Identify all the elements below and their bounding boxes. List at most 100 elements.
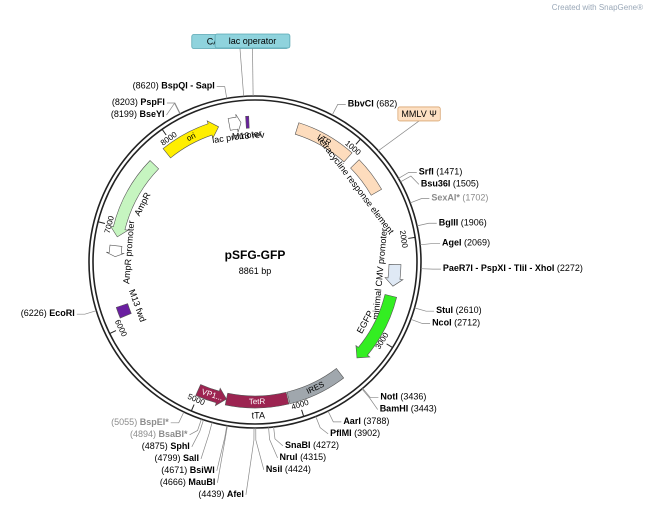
callout-label-mmlv: MMLV Ψ <box>401 109 436 119</box>
site-label-sphi[interactable]: (4875) SphI <box>142 441 190 451</box>
site-leader-noti <box>362 388 379 398</box>
site-label-bseyi[interactable]: (8199) BseYI <box>111 109 165 119</box>
site-leader-aari <box>327 410 342 423</box>
site-label-bbvci[interactable]: BbvCI (682) <box>348 99 398 109</box>
site-label-pspfi[interactable]: (8203) PspFI <box>112 97 165 107</box>
site-label-ecori[interactable]: (6226) EcoRI <box>21 309 75 319</box>
site-label-bspqi-sapi[interactable]: (8620) BspQI - SapI <box>133 81 215 91</box>
site-leader-bsu36i <box>400 175 420 185</box>
site-label-bsu36i[interactable]: Bsu36I (1505) <box>421 179 479 189</box>
feature-tetr[interactable] <box>224 391 290 409</box>
feature-ampr[interactable] <box>109 160 160 238</box>
site-name: MauBI <box>188 477 215 487</box>
feature-egfp[interactable] <box>355 294 398 359</box>
site-name: BamHI <box>380 404 411 414</box>
feature-lac-promoter[interactable] <box>227 114 242 133</box>
site-leader-nrui <box>268 427 278 458</box>
site-position: (2610) <box>456 306 482 316</box>
site-name: PaeR7I - PspXI - TliI - XhoI <box>443 264 557 274</box>
feature-m13-rev[interactable] <box>245 115 250 129</box>
feature-ires[interactable] <box>286 368 345 405</box>
site-label-bsiwi[interactable]: (4671) BsiWI <box>161 465 215 475</box>
tick-8000 <box>161 128 167 136</box>
feature-m13-fwd[interactable] <box>115 303 132 319</box>
site-name: NsiI <box>266 464 285 474</box>
site-label-maubi[interactable]: (4666) MauBI <box>160 477 216 487</box>
site-position: (2069) <box>464 238 490 248</box>
site-position: (4272) <box>313 440 339 450</box>
site-leader-bseyi <box>166 102 181 116</box>
site-label-ncoi[interactable]: NcoI (2712) <box>432 318 480 328</box>
plasmid-name: pSFG-GFP <box>225 248 286 262</box>
feature-tetracycline-response-element[interactable] <box>350 159 383 196</box>
tick-5000 <box>190 404 195 412</box>
site-label-aari[interactable]: AarI (3788) <box>343 416 389 426</box>
site-label-agei[interactable]: AgeI (2069) <box>442 238 490 248</box>
tick-1000 <box>355 138 361 145</box>
site-label-paer7i-pspxi-tlii-xhoi[interactable]: PaeR7I - PspXI - TliI - XhoI (2272) <box>443 264 583 274</box>
restriction-sites: BbvCI (682) SrfI (1471) Bsu36I (1505) SexAI… <box>21 81 583 499</box>
feature-label-ampr-promoter: AmpR promoter <box>121 220 136 284</box>
site-label-nsii[interactable]: NsiI (4424) <box>266 464 311 474</box>
site-label-nrui[interactable]: NruI (4315) <box>280 452 327 462</box>
site-label-bsabi[interactable]: (4894) BsaBI* <box>130 429 188 439</box>
feature-ltr[interactable] <box>294 122 353 163</box>
site-position: (1702) <box>462 193 488 203</box>
feature-ampr-promoter[interactable] <box>106 244 125 257</box>
site-label-sali[interactable]: (4799) SalI <box>154 453 199 463</box>
tick-6000 <box>109 330 117 335</box>
site-leader-bspei <box>170 411 185 424</box>
credit-prefix: Created with <box>551 3 599 12</box>
site-label-stui[interactable]: StuI (2610) <box>436 306 482 316</box>
site-label-bglii[interactable]: BglII (1906) <box>439 218 487 228</box>
site-label-pflmi[interactable]: PflMI (3902) <box>330 428 380 438</box>
site-name: BseYI <box>139 109 164 119</box>
site-leader-srfi <box>398 172 417 179</box>
site-name: BsaBI* <box>159 429 189 439</box>
site-label-sexai[interactable]: SexAI* (1702) <box>431 193 488 203</box>
site-position: (3443) <box>411 404 437 414</box>
site-name: SnaBI <box>285 440 313 450</box>
tick-3000 <box>386 343 393 348</box>
site-label-bamhi[interactable]: BamHI (3443) <box>380 404 437 414</box>
tick-4000 <box>301 409 305 417</box>
site-name: AarI <box>343 416 363 426</box>
site-leader-sali <box>200 422 213 459</box>
site-position: (4315) <box>300 452 326 462</box>
callout-box-mmlv[interactable] <box>397 106 441 122</box>
site-leader-ncoi <box>410 318 431 324</box>
backbone-inner-strand <box>92 99 418 425</box>
site-position: (8199) <box>111 109 140 119</box>
tick-label-2000: 2000 <box>398 230 410 250</box>
callout-box-lac-operator[interactable] <box>214 33 291 49</box>
feature-minimal-cmv-promoter[interactable] <box>384 264 404 287</box>
plasmid-length: 8861 bp <box>239 266 272 276</box>
site-label-noti[interactable]: NotI (3436) <box>380 392 426 402</box>
backbone-outer-strand <box>88 95 422 429</box>
feature-ori[interactable] <box>162 120 219 159</box>
callout-leader-mmlv <box>378 120 420 152</box>
site-name: SphI <box>170 441 190 451</box>
site-label-snabi[interactable]: SnaBI (4272) <box>285 440 339 450</box>
site-leader-agei <box>420 243 441 246</box>
site-name: BglII <box>439 218 461 228</box>
site-leader-ecori <box>76 310 97 315</box>
site-label-afei[interactable]: (4439) AfeI <box>198 489 244 499</box>
snapgene-credit: Created with SnapGene® <box>552 3 643 12</box>
site-label-srfi[interactable]: SrfI (1471) <box>419 167 463 177</box>
credit-brand: SnapGene® <box>598 3 643 12</box>
feature-vp1[interactable] <box>195 384 227 407</box>
site-leader-bspqi-sapi <box>216 86 228 99</box>
feature-label-ori: ori <box>185 131 197 143</box>
site-name: NcoI <box>432 318 454 328</box>
site-position: (1505) <box>453 179 479 189</box>
site-leader-snabi <box>273 426 284 447</box>
site-leader-bglii <box>416 222 437 227</box>
site-label-bspei[interactable]: (5055) BspEI* <box>111 417 169 427</box>
site-name: StuI <box>436 306 456 316</box>
site-position: (1471) <box>436 167 462 177</box>
feature-label-tetr: TetR <box>249 397 266 406</box>
tick-2000 <box>408 236 416 239</box>
